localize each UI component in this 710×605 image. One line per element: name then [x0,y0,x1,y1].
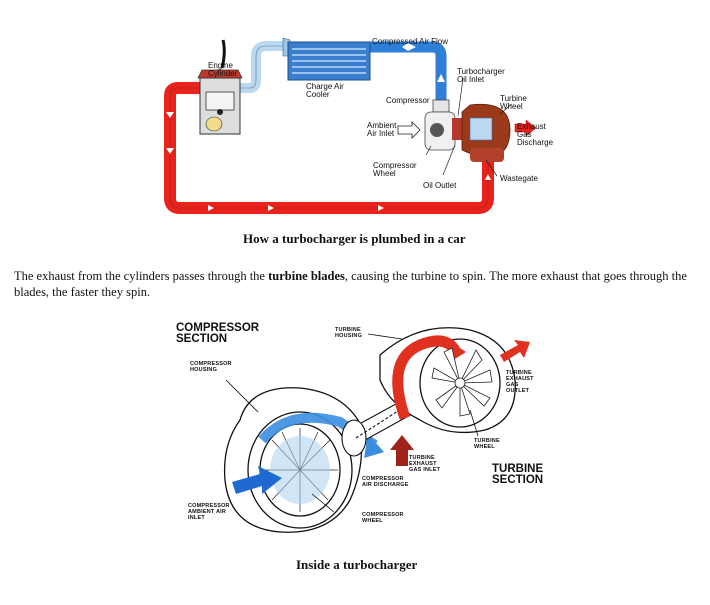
label-wastegate: Wastegate [500,174,538,183]
flow-arrows-red [166,112,491,211]
compressed-air-pipe [370,41,447,100]
label-compressor: Compressor [386,96,430,105]
turbine-exhaust-outlet-arrow [500,340,530,362]
bold-turbine-blades: turbine blades [268,269,345,283]
ambient-air-inlet-arrow [232,466,282,494]
turbine-red-flow [392,335,460,420]
exhaust-discharge-arrow [514,119,537,137]
turbine-exhaust-inlet-arrow [390,435,414,466]
caption-plumbing: How a turbocharger is plumbed in a car [243,231,466,246]
turbocharger-unit [424,99,511,162]
turbine-wheel [431,347,493,417]
engine-cylinder [197,39,243,135]
turbo-cutaway-diagram [223,327,530,533]
ambient-air-arrow [397,121,421,139]
caption-inside-turbocharger: Inside a turbocharger [296,557,418,572]
charge-air-cooler [282,37,371,81]
turbo-plumbing-diagram [164,37,537,214]
body-paragraph: The exhaust from the cylinders passes th… [14,269,687,299]
label-compressed-air-flow: Compressed Air Flow [372,37,449,46]
compressor-blue-flow [258,412,378,450]
compressor-discharge-arrow [364,434,384,458]
label-oil-outlet: Oil Outlet [423,181,457,190]
